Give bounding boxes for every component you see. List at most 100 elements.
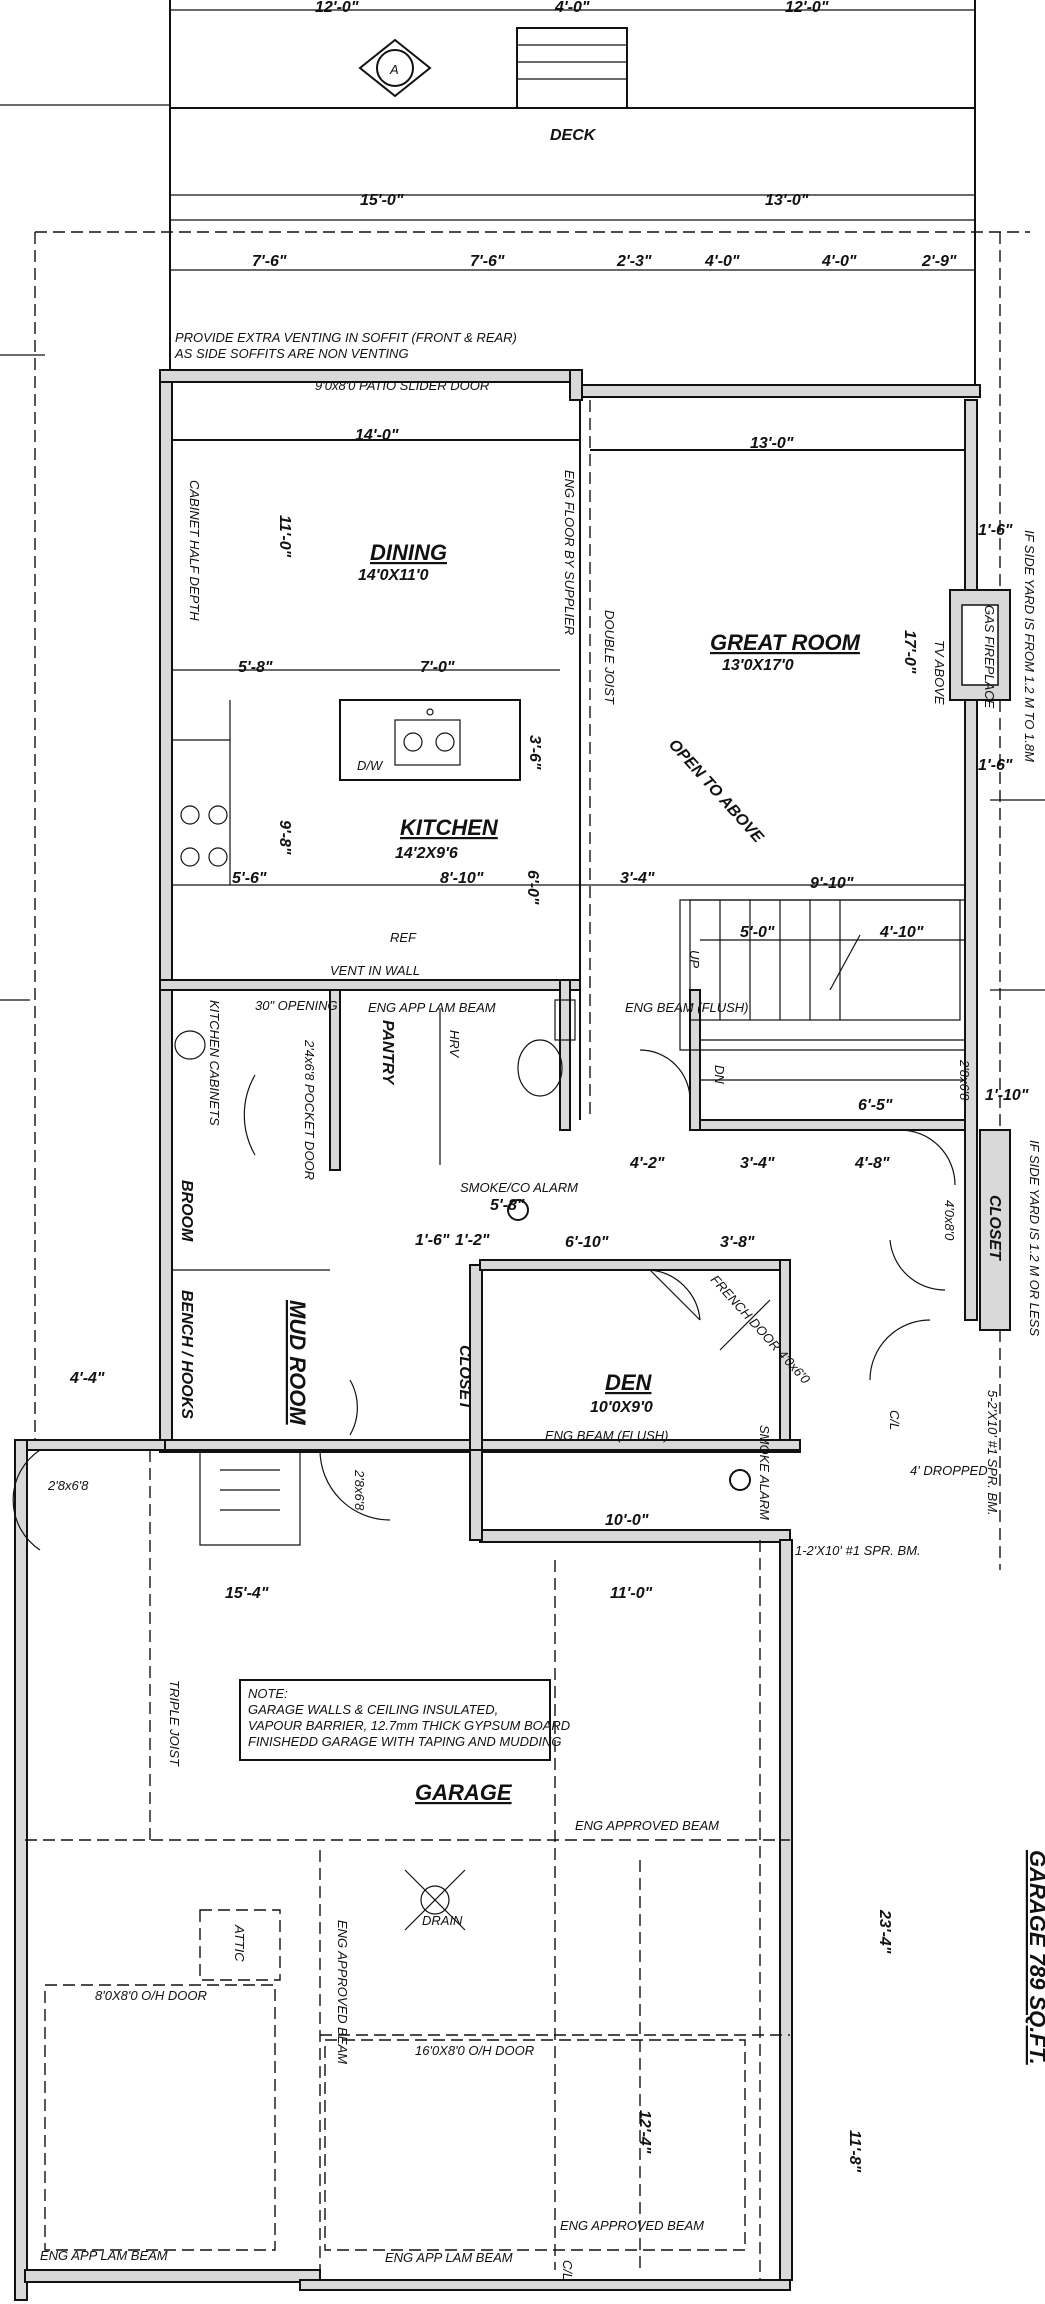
dishwasher-label: D/W (357, 758, 384, 773)
deck (169, 0, 976, 385)
open-above-label: OPEN TO ABOVE (665, 736, 767, 847)
smoke-alarm-icon (729, 1469, 751, 1491)
dim-8-10: 8'-10" (440, 870, 484, 887)
house-walls (14, 369, 1011, 2301)
dim-1-10: 1'-10" (985, 1087, 1029, 1104)
hrv-label: HRV (447, 1030, 462, 1059)
dim-5-0: 5'-0" (740, 924, 775, 941)
dropped-label: 4' DROPPED (910, 1463, 988, 1478)
garage-note-box (239, 1679, 551, 1761)
vent-in-wall-label: VENT IN WALL (330, 963, 420, 978)
dining-size: 14'0X11'0 (358, 567, 429, 584)
stairs (689, 899, 965, 1081)
fireplace-icon (949, 589, 1011, 701)
eng-beam-flush-2-label: ENG BEAM (FLUSH) (545, 1428, 669, 1443)
dining-label: DINING (370, 540, 447, 565)
triple-joist-label: TRIPLE JOIST (167, 1680, 182, 1767)
deck-dim-low-3: 2'-3" (616, 253, 652, 270)
deck-dim-low-1: 7'-6" (252, 253, 287, 270)
cl-label: C/L (887, 1410, 902, 1430)
dim-4-10: 4'-10" (879, 924, 924, 941)
dim-6-0: 6'-0" (524, 870, 541, 905)
dim-10-0: 10'-0" (605, 1512, 649, 1529)
spr-beam-1-label: 5-2'X10' #1 SPR. BM. (985, 1390, 1000, 1516)
dim-11-8: 11'-8" (846, 2130, 863, 2173)
deck-dim-low-4: 4'-0" (704, 253, 740, 270)
dim-3-4-b: 3'-4" (740, 1155, 775, 1172)
venting-note-1: PROVIDE EXTRA VENTING IN SOFFIT (FRONT &… (175, 330, 517, 345)
dim-4-2: 4'-2" (629, 1155, 665, 1172)
opening-30-label: 30" OPENING (255, 998, 338, 1013)
side-yard-note-1: IF SIDE YARD IS FROM 1.2 M TO 1.8M (1022, 530, 1037, 762)
cabinet-label: CABINET HALF DEPTH (187, 480, 202, 621)
dim-3-8: 3'-8" (720, 1234, 755, 1251)
ref-label: REF (390, 930, 417, 945)
garage-note-line-3: VAPOUR BARRIER, 12.7mm THICK GYPSUM BOAR… (248, 1718, 570, 1733)
deck-dim-top-3: 12'-0" (785, 0, 829, 16)
door-2868-label: 2'8x6'8 (352, 1469, 367, 1511)
den-label: DEN (605, 1370, 653, 1395)
den-size: 10'0X9'0 (590, 1399, 653, 1416)
eng-beam-flush-label: ENG BEAM (FLUSH) (625, 1000, 749, 1015)
kitchen-cabinets-label: KITCHEN CABINETS (207, 1000, 222, 1126)
up-label: UP (687, 950, 702, 968)
broom-label: BROOM (178, 1180, 195, 1242)
dim-4-8: 4'-8" (854, 1155, 890, 1172)
garage-label: GARAGE (415, 1780, 513, 1805)
dim-3-4: 3'-4" (620, 870, 655, 887)
dim-1-2: 1'-2" (455, 1232, 490, 1249)
door-2868-c-label: 2'8x6'8 (957, 1059, 972, 1101)
eng-approved-beam-label: ENG APPROVED BEAM (575, 1818, 719, 1833)
pantry-label: PANTRY (379, 1020, 396, 1086)
door-2868-b-label: 2'8x6'8 (47, 1478, 89, 1493)
dn-label: DN (712, 1065, 727, 1084)
deck-dim-top-1: 12'-0" (315, 0, 359, 16)
pocket-door-label: 2'4x6'8 POCKET DOOR (302, 1039, 317, 1180)
drain-icon (404, 1869, 466, 1931)
dim-13-0: 13'-0" (750, 435, 794, 452)
cl-2-label: C/L (560, 2260, 575, 2280)
deck-dim-mid-2: 13'-0" (765, 192, 809, 209)
dim-11-0: 11'-0" (276, 515, 293, 558)
french-door-label: FRENCH DOOR 4'0x6'0 (708, 1272, 814, 1387)
eng-app-lam-beam-bottom-2-label: ENG APP LAM BEAM (385, 2250, 513, 2265)
attic-label: ATTIC (232, 1924, 247, 1962)
dim-9-8: 9'-8" (276, 820, 293, 855)
closet-door-label: 4'0x8'0 (942, 1200, 957, 1241)
dim-5-6: 5'-6" (232, 870, 267, 887)
patio-door-label: 9'0x8'0 PATIO SLIDER DOOR (315, 378, 489, 393)
attic-hatch (199, 1909, 281, 1981)
dim-4-4: 4'-4" (69, 1370, 105, 1387)
stove-icon (180, 805, 228, 867)
dim-15-4: 15'-4" (225, 1585, 269, 1602)
venting-note-2: AS SIDE SOFFITS ARE NON VENTING (174, 346, 409, 361)
dim-1-6-c: 1'-6" (415, 1232, 450, 1249)
double-joist-label: DOUBLE JOIST (602, 610, 617, 705)
closet2-label: CLOSET (456, 1345, 473, 1411)
smoke-co-alarm-label: SMOKE/CO ALARM (460, 1180, 578, 1195)
kitchen-island (339, 699, 521, 781)
great-room-label: GREAT ROOM (710, 630, 861, 655)
dim-9-10: 9'-10" (810, 875, 854, 892)
section-marker-icon (358, 38, 432, 98)
mud-room-label: MUD ROOM (285, 1300, 310, 1425)
great-room-size: 13'0X17'0 (722, 657, 794, 674)
bench-label: BENCH / HOOKS (178, 1290, 195, 1419)
dim-1-6-a: 1'-6" (978, 522, 1013, 539)
kitchen-size: 14'2X9'6 (395, 845, 458, 862)
dim-1-6-b: 1'-6" (978, 757, 1013, 774)
side-yard-note-2: IF SIDE YARD IS 1.2 M OR LESS (1027, 1140, 1042, 1336)
drain-label: DRAIN (422, 1913, 463, 1928)
kitchen-label: KITCHEN (400, 815, 499, 840)
tv-label: TV ABOVE (932, 640, 947, 705)
deck-dim-low-5: 4'-0" (821, 253, 857, 270)
deck-dim-low-2: 7'-6" (470, 253, 505, 270)
powder-room-fixtures (174, 999, 576, 1097)
garage-note-line-4: FINISHEDD GARAGE WITH TAPING AND MUDDING (248, 1734, 561, 1749)
garage-note-line-1: NOTE: (248, 1686, 288, 1701)
garage-door-small-label: 8'0X8'0 O/H DOOR (95, 1988, 207, 2003)
dim-5-8: 5'-8" (238, 659, 273, 676)
section-marker-label: A (389, 62, 399, 77)
dim-6-10: 6'-10" (565, 1234, 609, 1251)
